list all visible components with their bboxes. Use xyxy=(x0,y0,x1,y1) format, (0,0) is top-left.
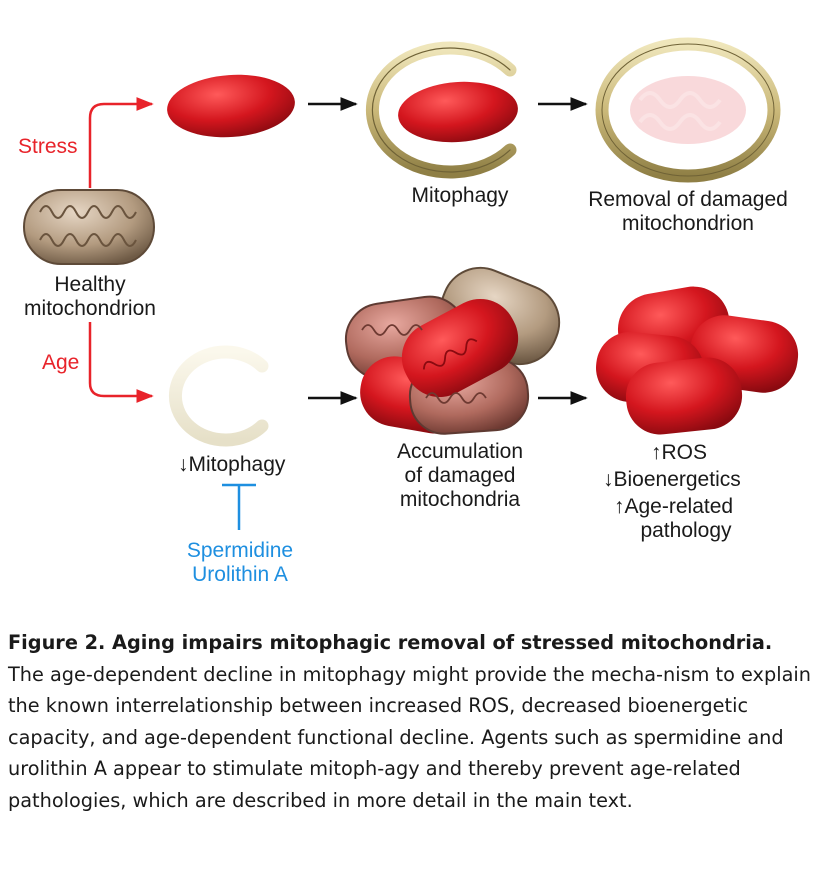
age-arrow xyxy=(88,322,154,403)
removal-label-line1: Removal of damaged xyxy=(588,188,788,211)
dysfunctional-mitochondria-aggregate xyxy=(596,286,799,435)
accumulation-label-line3: mitochondria xyxy=(400,488,521,511)
stressed-mitochondrion xyxy=(167,74,295,138)
healthy-mitochondrion xyxy=(23,189,155,265)
bioenergetics-label: ↓Bioenergetics xyxy=(603,468,741,491)
inhibition-bar xyxy=(222,483,256,530)
caption-title: Figure 2. Aging impairs mitophagic remov… xyxy=(8,631,773,654)
caption-body: The age-dependent decline in mitophagy m… xyxy=(8,662,811,812)
ros-label: ↑ROS xyxy=(651,441,707,464)
age-related-label-line2: pathology xyxy=(640,519,732,542)
urolithin-label: Urolithin A xyxy=(192,563,288,586)
mitophagy-label: Mitophagy xyxy=(412,184,509,207)
mitophagy-autophagosome xyxy=(365,41,518,179)
healthy-label-line1: Healthy xyxy=(54,273,126,296)
spermidine-label: Spermidine xyxy=(187,539,293,562)
impaired-phagophore xyxy=(169,345,269,447)
damaged-mitochondria-cluster xyxy=(344,266,561,435)
reduced-mitophagy-label: ↓Mitophagy xyxy=(178,453,286,476)
age-label: Age xyxy=(42,351,79,374)
stress-arrow xyxy=(88,97,154,188)
accumulation-label-line2: of damaged xyxy=(405,464,516,487)
age-related-label-line1: ↑Age-related xyxy=(614,495,733,518)
removal-label-line2: mitochondrion xyxy=(622,212,754,235)
accumulation-label-line1: Accumulation xyxy=(397,440,523,463)
autolysosome xyxy=(595,37,781,183)
figure-caption: Figure 2. Aging impairs mitophagic remov… xyxy=(8,627,823,816)
healthy-label-line2: mitochondrion xyxy=(24,297,156,320)
mitophagy-diagram: Healthy mitochondrion Stress Age Mitopha… xyxy=(18,37,799,586)
stress-label: Stress xyxy=(18,135,78,158)
